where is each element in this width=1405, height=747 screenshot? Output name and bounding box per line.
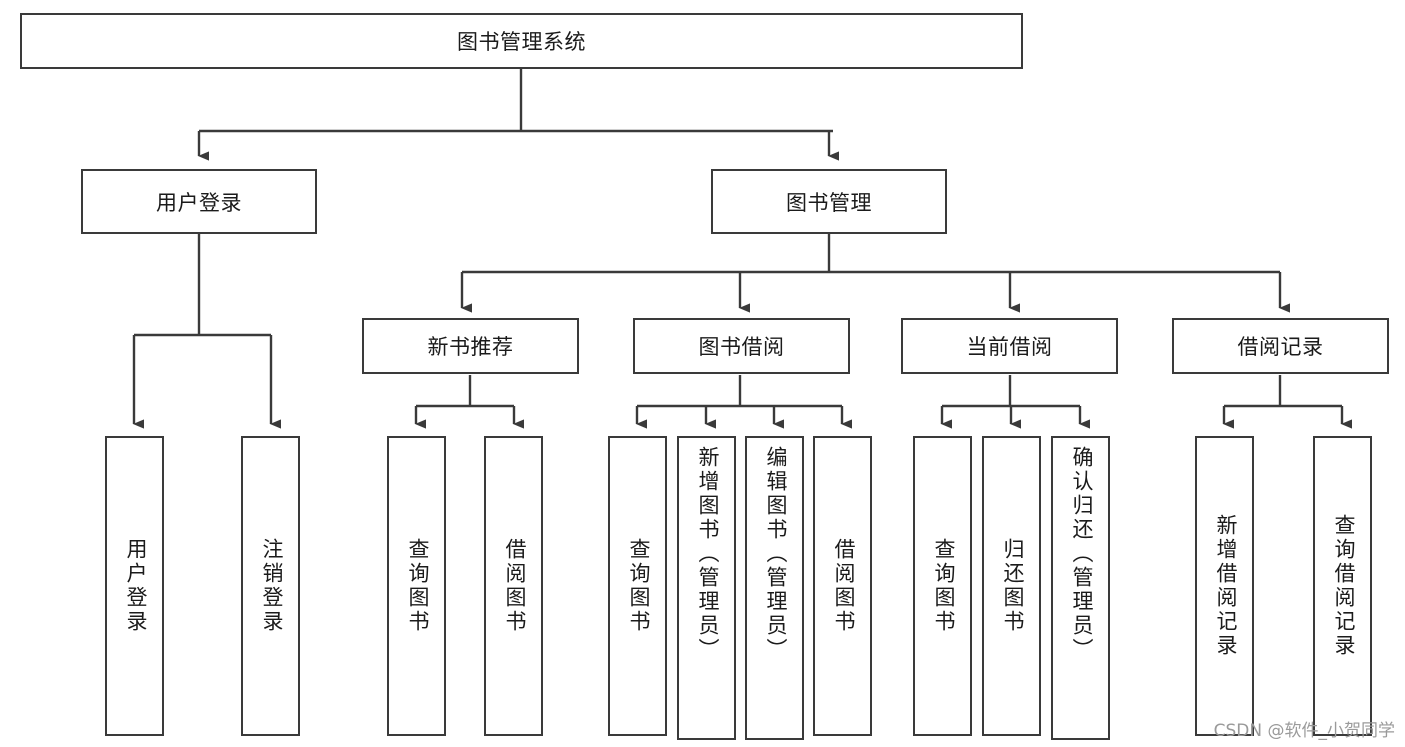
node-leaf-borrow-book-2[interactable]: 借阅图书 <box>813 436 872 736</box>
node-leaf-query-book-1[interactable]: 查询图书 <box>387 436 446 736</box>
node-leaf-confirm-return-label: 确认归还（管理员） <box>1069 446 1093 662</box>
node-leaf-user-login-label: 用户登录 <box>123 538 147 634</box>
node-leaf-user-login[interactable]: 用户登录 <box>105 436 164 736</box>
node-root[interactable]: 图书管理系统 <box>20 13 1023 69</box>
node-user-login[interactable]: 用户登录 <box>81 169 317 234</box>
node-leaf-add-record-label: 新增借阅记录 <box>1213 514 1237 658</box>
node-leaf-query-book-3-label: 查询图书 <box>931 538 955 634</box>
node-leaf-confirm-return[interactable]: 确认归还（管理员） <box>1051 436 1110 740</box>
node-leaf-edit-book[interactable]: 编辑图书（管理员） <box>745 436 804 740</box>
node-leaf-query-book-2-label: 查询图书 <box>626 538 650 634</box>
node-book-manage[interactable]: 图书管理 <box>711 169 947 234</box>
node-leaf-borrow-book-1-label: 借阅图书 <box>502 538 526 634</box>
node-leaf-query-book-3[interactable]: 查询图书 <box>913 436 972 736</box>
node-leaf-add-book-label: 新增图书（管理员） <box>695 446 719 662</box>
node-leaf-add-book[interactable]: 新增图书（管理员） <box>677 436 736 740</box>
node-book-borrow-label: 图书借阅 <box>698 336 785 359</box>
node-leaf-add-record[interactable]: 新增借阅记录 <box>1195 436 1254 736</box>
node-leaf-return-book-label: 归还图书 <box>1000 538 1024 634</box>
node-root-label: 图书管理系统 <box>457 31 586 54</box>
node-borrow-record-label: 借阅记录 <box>1237 336 1324 359</box>
node-current-borrow[interactable]: 当前借阅 <box>901 318 1118 374</box>
node-current-borrow-label: 当前借阅 <box>966 336 1053 359</box>
node-new-book-rec-label: 新书推荐 <box>427 336 514 359</box>
node-leaf-borrow-book-2-label: 借阅图书 <box>831 538 855 634</box>
node-leaf-edit-book-label: 编辑图书（管理员） <box>763 446 787 662</box>
node-leaf-query-record-label: 查询借阅记录 <box>1331 514 1355 658</box>
csdn-watermark: CSDN @软件_小贺同学 <box>1213 721 1395 741</box>
node-book-borrow[interactable]: 图书借阅 <box>633 318 850 374</box>
node-leaf-logout-login[interactable]: 注销登录 <box>241 436 300 736</box>
node-leaf-query-book-1-label: 查询图书 <box>405 538 429 634</box>
node-leaf-borrow-book-1[interactable]: 借阅图书 <box>484 436 543 736</box>
node-leaf-logout-login-label: 注销登录 <box>259 538 283 634</box>
node-new-book-rec[interactable]: 新书推荐 <box>362 318 579 374</box>
node-user-login-label: 用户登录 <box>156 191 242 215</box>
node-leaf-query-record[interactable]: 查询借阅记录 <box>1313 436 1372 736</box>
node-book-manage-label: 图书管理 <box>786 191 872 215</box>
node-leaf-return-book[interactable]: 归还图书 <box>982 436 1041 736</box>
node-borrow-record[interactable]: 借阅记录 <box>1172 318 1389 374</box>
node-leaf-query-book-2[interactable]: 查询图书 <box>608 436 667 736</box>
